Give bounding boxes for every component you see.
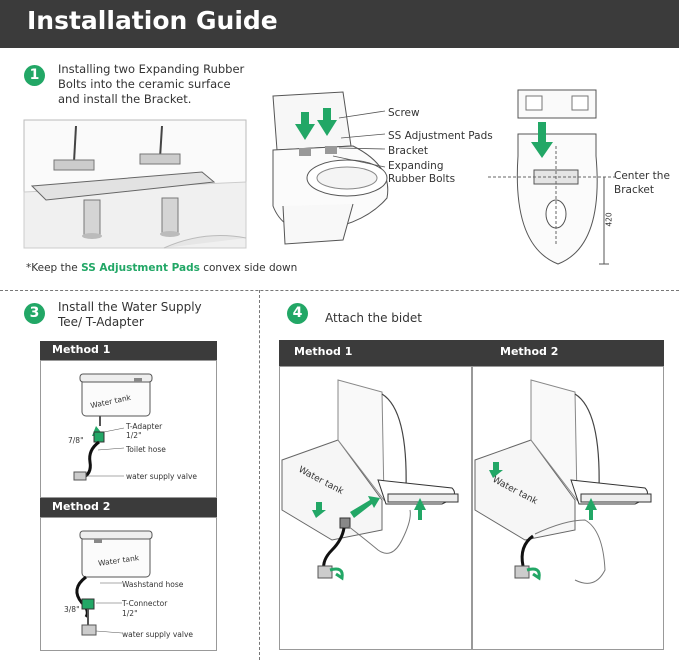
- step-4-badge: 4: [287, 303, 308, 324]
- step-1-text-line2: Bolts into the ceramic surface: [58, 77, 231, 91]
- step-3-text-line2: Tee/ T-Adapter: [58, 315, 144, 329]
- dimension-420: 420: [604, 212, 614, 227]
- step3-m1-size-left: 7/8": [68, 436, 84, 445]
- center-label-line2: Bracket: [614, 184, 655, 196]
- step-3-badge: 3: [24, 303, 45, 324]
- step4-method1-illustration: [281, 379, 459, 581]
- header-bar: [0, 0, 679, 48]
- step4-method2-panel: [472, 366, 664, 650]
- step-1-badge: 1: [24, 65, 45, 86]
- toilet-top-view-illustration: [488, 89, 618, 265]
- step3-method2-illustration: [75, 530, 153, 636]
- step-1-text-line1: Installing two Expanding Rubber: [58, 62, 245, 76]
- callout-bracket: Bracket: [388, 145, 429, 157]
- step3-m2-t-connector: T-Connector: [122, 599, 168, 608]
- step3-m2-washstand-hose: Washstand hose: [122, 580, 184, 589]
- section-divider-horizontal: [0, 290, 679, 291]
- step4-method1-title: Method 1: [294, 345, 353, 358]
- step-3-text-line1: Install the Water Supply: [58, 300, 202, 314]
- step3-method2-panel: [40, 517, 217, 651]
- step3-m2-size-half: 1/2": [122, 609, 138, 618]
- note-highlight: SS Adjustment Pads: [81, 262, 200, 274]
- step4-method1-panel: [279, 366, 472, 650]
- step3-method1-bar: Method 1: [40, 341, 217, 360]
- step3-m2-size-left: 3/8": [64, 605, 80, 614]
- step3-m1-t-adapter: T-Adapter: [126, 422, 163, 431]
- step-4-text: Attach the bidet: [325, 311, 422, 325]
- step3-m1-toilet-hose: Toilet hose: [126, 445, 166, 454]
- keep-pads-note: *Keep the SS Adjustment Pads convex side…: [26, 262, 298, 274]
- toilet-side-illustration: [272, 91, 389, 245]
- callout-screw: Screw: [388, 107, 420, 119]
- step-1-text-line3: and install the Bracket.: [58, 92, 192, 106]
- center-label-line1: Center the: [614, 170, 670, 182]
- callout-ss-pads: SS Adjustment Pads: [388, 130, 493, 142]
- step4-method2-title: Method 2: [500, 345, 559, 358]
- step4-method2-illustration: [474, 379, 652, 584]
- callout-expanding-line1: Expanding: [388, 160, 444, 172]
- step3-m1-valve: water supply valve: [126, 472, 198, 481]
- step3-m2-valve: water supply valve: [122, 630, 194, 639]
- page-title: Installation Guide: [27, 6, 278, 35]
- section-divider-vertical: [259, 290, 260, 660]
- bracket-mounting-illustration: [23, 119, 247, 249]
- callout-expanding-line2: Rubber Bolts: [388, 173, 456, 185]
- step3-method1-panel: [40, 360, 217, 498]
- step4-method-bar: [279, 340, 664, 366]
- step3-method2-bar: Method 2: [40, 498, 217, 517]
- step3-method1-illustration: [73, 373, 153, 481]
- step3-m1-size-half: 1/2": [126, 431, 142, 440]
